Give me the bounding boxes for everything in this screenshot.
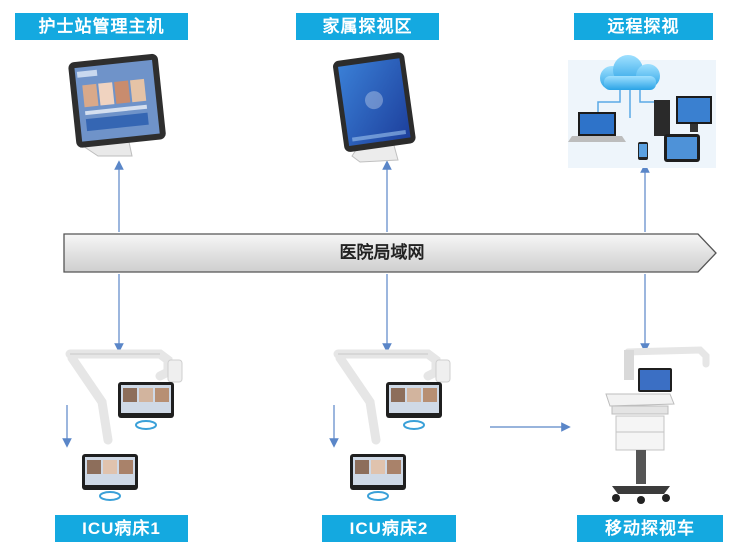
hospital-lan-backbone — [63, 233, 717, 273]
nurse-station-label: 护士站管理主机 — [15, 13, 188, 40]
arm-mounted-monitor-icon — [333, 349, 451, 501]
icu-bed-2-label: ICU病床2 — [322, 515, 456, 542]
mobile-cart-label: 移动探视车 — [577, 515, 723, 542]
cloud-devices-icon — [568, 55, 716, 168]
medical-cart-icon — [605, 346, 710, 504]
family-visit-label: 家属探视区 — [296, 13, 439, 40]
icu-bed-1-label: ICU病床1 — [55, 515, 188, 542]
hospital-lan-label: 医院局域网 — [339, 243, 425, 262]
arm-mounted-monitor-icon — [65, 349, 183, 501]
remote-visit-label: 远程探视 — [574, 13, 713, 40]
tablet-display-icon — [68, 53, 166, 157]
tablet-display-icon — [333, 52, 416, 163]
